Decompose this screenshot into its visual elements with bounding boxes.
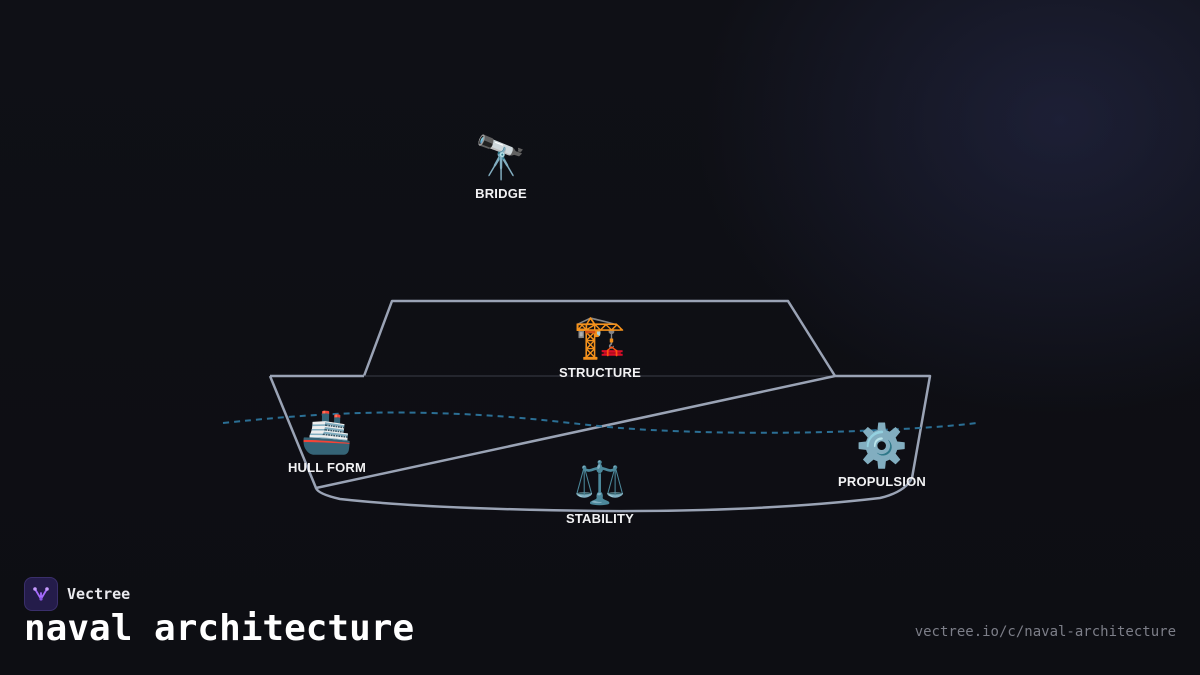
hull-bow-line — [268, 375, 318, 489]
vectree-logo-icon — [24, 577, 58, 611]
brand-name: Vectree — [67, 585, 131, 603]
node-structure: 🏗️ STRUCTURE — [559, 312, 641, 381]
hull-outline — [270, 374, 932, 513]
node-label-structure: STRUCTURE — [559, 365, 641, 380]
node-propulsion: ⚙️ PROPULSION — [838, 421, 926, 490]
waterline — [222, 411, 978, 434]
node-label-propulsion: PROPULSION — [838, 474, 926, 489]
superstructure-outline — [362, 299, 837, 377]
crane-icon: 🏗️ — [573, 312, 627, 361]
telescope-icon: 🔭 — [474, 133, 528, 182]
brand[interactable]: Vectree — [24, 577, 130, 611]
node-stability: ⚖️ STABILITY — [566, 458, 634, 527]
balance-scale-icon: ⚖️ — [573, 458, 627, 507]
node-label-hull-form: HULL FORM — [287, 460, 367, 475]
page-title: naval architecture — [24, 608, 415, 649]
ship-icon: 🚢 — [300, 407, 354, 456]
node-label-stability: STABILITY — [566, 511, 634, 526]
page-url-link[interactable]: vectree.io/c/naval-architecture — [914, 624, 1176, 640]
node-label-bridge: BRIDGE — [475, 186, 527, 201]
node-bridge: 🔭 BRIDGE — [474, 133, 528, 202]
node-hull-form: 🚢 HULL FORM — [287, 407, 367, 476]
gear-icon: ⚙️ — [855, 421, 909, 470]
